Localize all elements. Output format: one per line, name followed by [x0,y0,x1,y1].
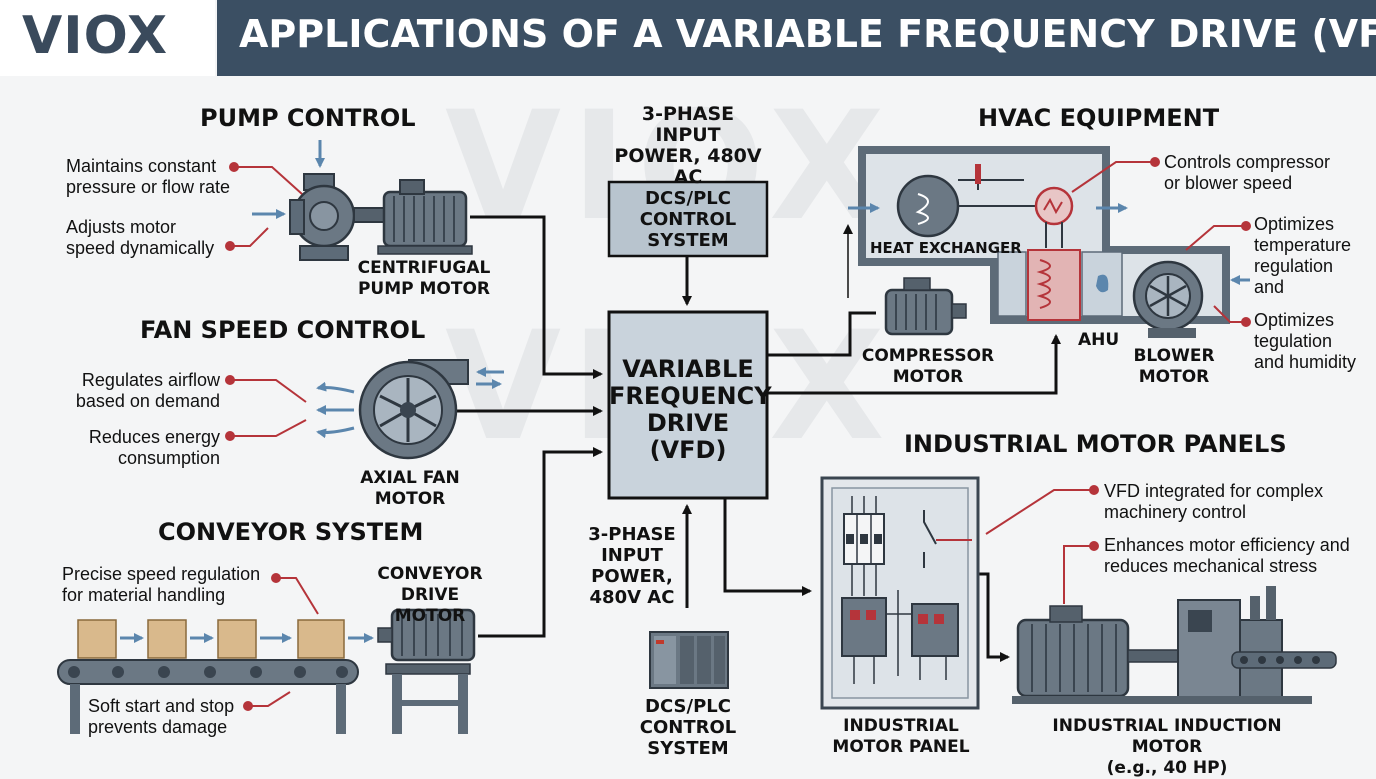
centrifugal-pump-graphic [252,140,473,261]
conveyor-title: CONVEYOR SYSTEM [158,518,424,546]
pump-note-1: Maintains constant pressure or flow rate [66,156,231,197]
top-control-box [607,180,769,258]
compressor-label: COMPRESSOR MOTOR [861,346,995,387]
pump-note-2: Adjusts motor speed dynamically [66,217,215,258]
axial-fan-graphic [316,359,504,460]
brand-name: VIOX [22,6,169,66]
vfd-to-panel-line [723,498,812,596]
fan-title: FAN SPEED CONTROL [140,316,426,344]
hvac-note-3: Optimizes tegulation and humidity [1254,310,1357,372]
hvac-title: HVAC EQUIPMENT [978,104,1220,132]
header: VIOX APPLICATIONS OF A VARIABLE FREQUENC… [0,0,1376,76]
blower-label: BLOWER MOTOR [1133,346,1215,387]
fan-motor-label: AXIAL FAN MOTOR [360,468,460,509]
heat-exchanger-label: HEAT EXCHANGER [870,239,1022,257]
top-input-label: 3-PHASE INPUT POWER, 480V AC [614,103,762,188]
bottom-control-label: DCS/PLC CONTROL SYSTEM [639,696,737,759]
vfd-box [607,310,769,500]
pump-motor-label: CENTRIFUGAL PUMP MOTOR [357,258,491,299]
industrial-panel-graphic [820,476,980,710]
induction-motor-label: INDUSTRIAL INDUCTION MOTOR (e.g., 40 HP) [1052,716,1282,778]
pump-title: PUMP CONTROL [200,104,416,132]
brand-logo: VIOX [0,0,215,76]
industrial-note-1: VFD integrated for complex machinery con… [1104,481,1324,522]
conveyor-note-1: Precise speed regulation for material ha… [62,564,261,605]
bottom-input-label: 3-PHASE INPUT POWER, 480V AC [588,524,676,608]
vfd-label: VARIABLE FREQUENCY DRIVE (VFD) [609,355,772,464]
pump-to-vfd-line [470,215,603,379]
induction-motor-graphic [1012,586,1337,704]
bottom-plc-graphic [649,631,729,689]
title-bar: APPLICATIONS OF A VARIABLE FREQUENCY DRI… [217,0,1376,76]
conveyor-graphic [57,608,476,734]
hvac-note-2: Optimizes temperature regulation and [1254,214,1352,297]
hvac-note-1: Controls compressor or blower speed [1164,152,1331,193]
industrial-note-2: Enhances motor efficiency and reduces me… [1104,535,1350,576]
fan-note-1: Regulates airflow based on demand [75,370,220,411]
conveyor-to-vfd-line [478,447,603,638]
ahu-label: AHU [1078,330,1120,350]
callout-leaders [225,157,1251,711]
fan-note-2: Reduces energy consumption [88,427,220,468]
conveyor-motor-label: CONVEYOR DRIVE MOTOR [377,564,483,626]
page-title: APPLICATIONS OF A VARIABLE FREQUENCY DRI… [239,12,1376,56]
hvac-graphic [843,146,1250,338]
top-control-label: DCS/PLC CONTROL SYSTEM [639,188,737,251]
industrial-title: INDUSTRIAL MOTOR PANELS [904,430,1287,458]
vfd-to-compressor-line [767,311,876,357]
panel-label: INDUSTRIAL MOTOR PANEL [832,716,970,757]
conveyor-note-2: Soft start and stop prevents damage [88,696,235,737]
vfd-to-ahu-line [767,334,1061,395]
